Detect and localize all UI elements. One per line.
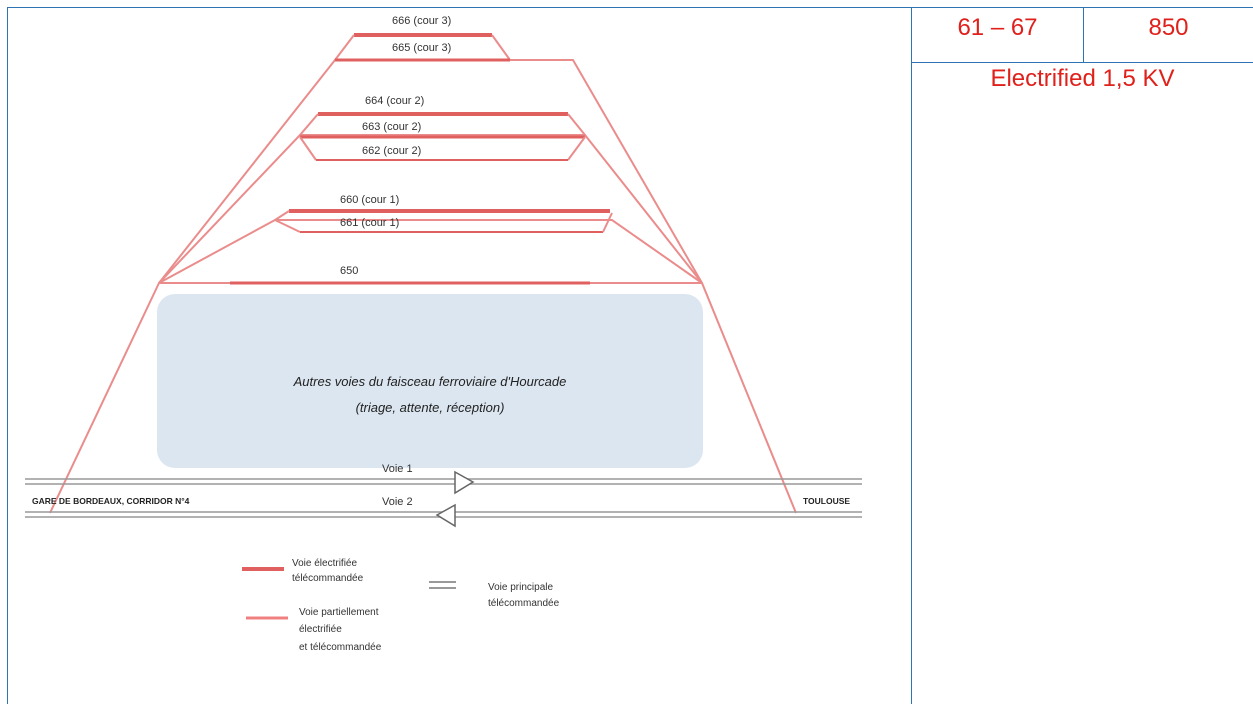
legend: Voie électrifiée télécommandée Voie part…	[242, 558, 560, 653]
electrification-status: Electrified 1,5 KV	[990, 65, 1175, 92]
label-660: 660 (cour 1)	[340, 194, 399, 206]
yard-caption-line2: (triage, attente, réception)	[356, 400, 505, 415]
label-663: 663 (cour 2)	[362, 121, 421, 133]
label-bordeaux: GARE DE BORDEAUX, CORRIDOR N°4	[32, 496, 190, 506]
label-665: 665 (cour 3)	[392, 42, 451, 54]
legend-main-line1: Voie principale	[488, 582, 553, 593]
main-line-voie1	[25, 470, 862, 495]
diagram-cell	[7, 7, 912, 704]
yard-caption-line1: Autres voies du faisceau ferroviaire d'H…	[293, 374, 567, 389]
label-661: 661 (cour 1)	[340, 217, 399, 229]
label-666: 666 (cour 3)	[392, 15, 451, 27]
legend-partial-line2: électrifiée	[299, 624, 342, 635]
cell-km-range: 61 – 67	[912, 7, 1084, 63]
label-voie1: Voie 1	[382, 463, 413, 475]
rail-yard-diagram: 666 (cour 3) 665 (cour 3) 664 (cour 2) 6…	[25, 15, 862, 653]
legend-main-line2: télécommandée	[488, 598, 560, 609]
legend-partial-line3: et télécommandée	[299, 642, 382, 653]
tracks-cour1	[274, 209, 613, 233]
label-664: 664 (cour 2)	[365, 95, 424, 107]
tracks-cour3	[334, 33, 511, 62]
label-voie2: Voie 2	[382, 496, 413, 508]
label-662: 662 (cour 2)	[362, 145, 421, 157]
main-line-voie2	[25, 503, 862, 528]
yard-area	[157, 294, 703, 468]
label-toulouse: TOULOUSE	[803, 496, 850, 506]
tracks-cour2	[299, 112, 586, 161]
legend-electrified-line2: télécommandée	[292, 573, 364, 584]
legend-partial-line1: Voie partiellement	[299, 607, 379, 618]
legend-electrified-line1: Voie électrifiée	[292, 558, 357, 569]
cell-value: 850	[1084, 7, 1253, 63]
label-650: 650	[340, 265, 358, 277]
